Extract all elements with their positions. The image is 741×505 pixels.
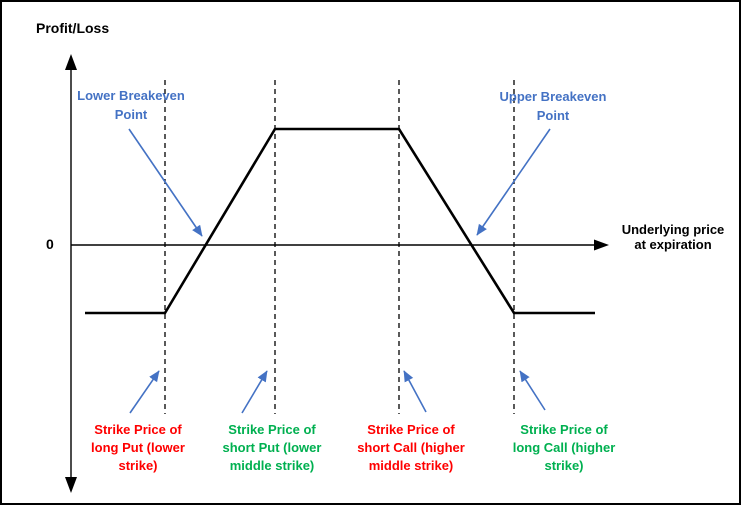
strike-label-long-put: Strike Price of long Put (lower strike) (68, 421, 208, 475)
long-put-strike-arrow (129, 370, 160, 414)
y-axis-down-arrowhead (65, 477, 77, 493)
origin-zero-label: 0 (46, 236, 54, 252)
lower-breakeven-arrow (128, 128, 203, 237)
strike-label-line: long Put (lower (91, 440, 185, 455)
x-axis-label: Underlying price at expiration (603, 222, 739, 252)
strike-label-line: Strike Price of (520, 422, 608, 437)
strike-label-line: middle strike) (368, 458, 454, 473)
y-axis-up-arrowhead (65, 54, 77, 70)
x-axis-label-line: at expiration (634, 237, 712, 252)
short-call-strike-arrow (403, 370, 427, 413)
x-axis-right-arrowhead (594, 239, 609, 251)
strike-label-line: short Put (lower (222, 440, 322, 455)
upper-breakeven-label-line: Point (536, 108, 570, 123)
strike-label-line: Strike Price of (94, 422, 182, 437)
payoff-line (85, 127, 595, 315)
strike-label-line: strike) (544, 458, 584, 473)
x-axis-label-line: Underlying price (621, 222, 725, 237)
strike-label-line: long Call (higher (512, 440, 616, 455)
upper-breakeven-arrow (476, 128, 551, 236)
short-put-strike-arrow (241, 370, 268, 414)
upper-breakeven-label: Upper Breakeven Point (483, 87, 623, 125)
upper-breakeven-label-line: Upper Breakeven (499, 89, 607, 104)
strike-label-short-call: Strike Price of short Call (higher middl… (341, 421, 481, 475)
lower-breakeven-label-line: Lower Breakeven (77, 88, 185, 103)
strike-label-line: Strike Price of (228, 422, 316, 437)
strike-label-long-call: Strike Price of long Call (higher strike… (494, 421, 634, 475)
strike-label-line: strike) (118, 458, 158, 473)
lower-breakeven-label: Lower Breakeven Point (61, 86, 201, 124)
y-axis-label: Profit/Loss (36, 20, 110, 36)
lower-breakeven-label-line: Point (114, 107, 148, 122)
strike-label-short-put: Strike Price of short Put (lower middle … (202, 421, 342, 475)
strike-label-line: Strike Price of (367, 422, 455, 437)
long-call-strike-arrow (519, 370, 546, 411)
strike-label-line: short Call (higher (357, 440, 465, 455)
strike-label-line: middle strike) (229, 458, 315, 473)
